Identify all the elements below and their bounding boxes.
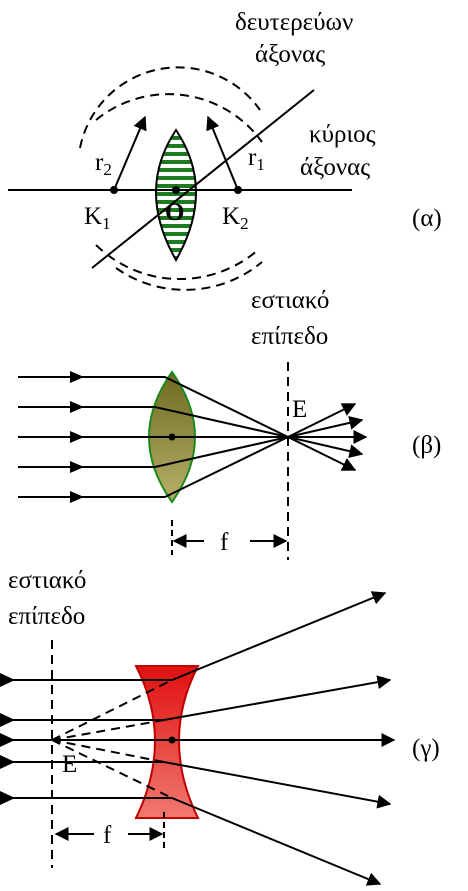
focal-length-label-c: f — [103, 822, 112, 849]
outgoing-b5 — [287, 436, 357, 471]
k2-label: K2 — [222, 203, 249, 233]
r1-label: r1 — [248, 144, 265, 174]
k2-main: K — [222, 203, 240, 230]
circle-k2-arc-bottom — [115, 261, 263, 291]
r1-main: r — [248, 144, 257, 171]
circle-k2-arc-top — [79, 66, 261, 149]
focus-label-b: E — [292, 396, 307, 423]
lens-center-c — [168, 736, 176, 744]
lens-center-b — [168, 433, 176, 441]
k1-label: K1 — [84, 203, 111, 233]
secondary-axis-label-2: άξονας — [255, 41, 325, 68]
refracted-b4 — [154, 436, 289, 468]
focal-plane-label-c2: επίπεδο — [8, 603, 85, 630]
diverging-c4 — [163, 761, 392, 809]
k1-main: K — [84, 203, 102, 230]
principal-axis-label-2: άξονας — [300, 154, 370, 181]
extension-c5 — [51, 739, 173, 799]
k2-point — [234, 186, 242, 194]
arrowhead — [70, 401, 84, 413]
arrowhead — [0, 673, 15, 687]
extension-c1 — [51, 679, 173, 741]
focal-plane-label-c1: εστιακό — [8, 567, 86, 594]
center-point — [172, 186, 180, 194]
panel-a-tag: (α) — [412, 205, 442, 232]
panel-b-tag: (β) — [412, 432, 441, 459]
k2-sub: 2 — [240, 214, 249, 233]
arrowhead — [70, 491, 84, 503]
radius-r1-arrow — [206, 115, 239, 191]
panel-b: εστιακό επίπεδο E f (β) — [18, 287, 441, 560]
panel-c: εστιακό επίπεδο E f (γ) — [0, 567, 440, 886]
outgoing-b4 — [287, 436, 364, 459]
r2-label: r2 — [95, 149, 112, 179]
r1-sub: 1 — [256, 155, 265, 174]
focal-plane-label-b1: εστιακό — [251, 287, 329, 314]
refracted-b1 — [164, 376, 289, 438]
outgoing-b2 — [287, 415, 364, 438]
extension-c4 — [51, 739, 165, 763]
extension-c2 — [51, 719, 165, 741]
diverging-c1 — [171, 591, 387, 681]
arrowhead — [0, 755, 15, 769]
diverging-c5 — [171, 797, 382, 886]
arrowhead — [0, 713, 15, 727]
principal-axis-label-1: κύριος — [309, 121, 376, 148]
concave-lens-c — [134, 665, 200, 819]
secondary-axis-label-1: δευτερεύων — [235, 9, 353, 36]
focal-plane-label-b2: επίπεδο — [251, 323, 328, 350]
center-label: O — [165, 199, 184, 226]
radius-r2-arrow — [113, 115, 147, 191]
outgoing-b1 — [287, 403, 357, 438]
circle-k1-arc-top — [95, 93, 263, 143]
panel-c-tag: (γ) — [412, 735, 440, 762]
r2-main: r — [95, 149, 104, 176]
refracted-b5 — [164, 436, 289, 498]
focus-label-c: E — [62, 751, 77, 778]
arrowhead — [0, 733, 15, 747]
convex-lens-a — [155, 128, 197, 263]
secondary-axis — [91, 89, 315, 269]
k1-point — [110, 186, 118, 194]
refracted-b2 — [154, 406, 289, 438]
diverging-c2 — [163, 675, 392, 721]
arrowhead — [70, 371, 84, 383]
k1-sub: 1 — [102, 214, 111, 233]
r2-sub: 2 — [103, 160, 112, 179]
panel-a: δευτερεύων άξονας κύριος άξονας r2 r1 K1… — [8, 9, 442, 291]
arrowhead — [70, 431, 84, 443]
arrowhead — [0, 791, 15, 805]
focal-length-label-b: f — [220, 529, 229, 556]
arrowhead — [70, 461, 84, 473]
circle-k1-arc-bottom — [95, 244, 259, 280]
